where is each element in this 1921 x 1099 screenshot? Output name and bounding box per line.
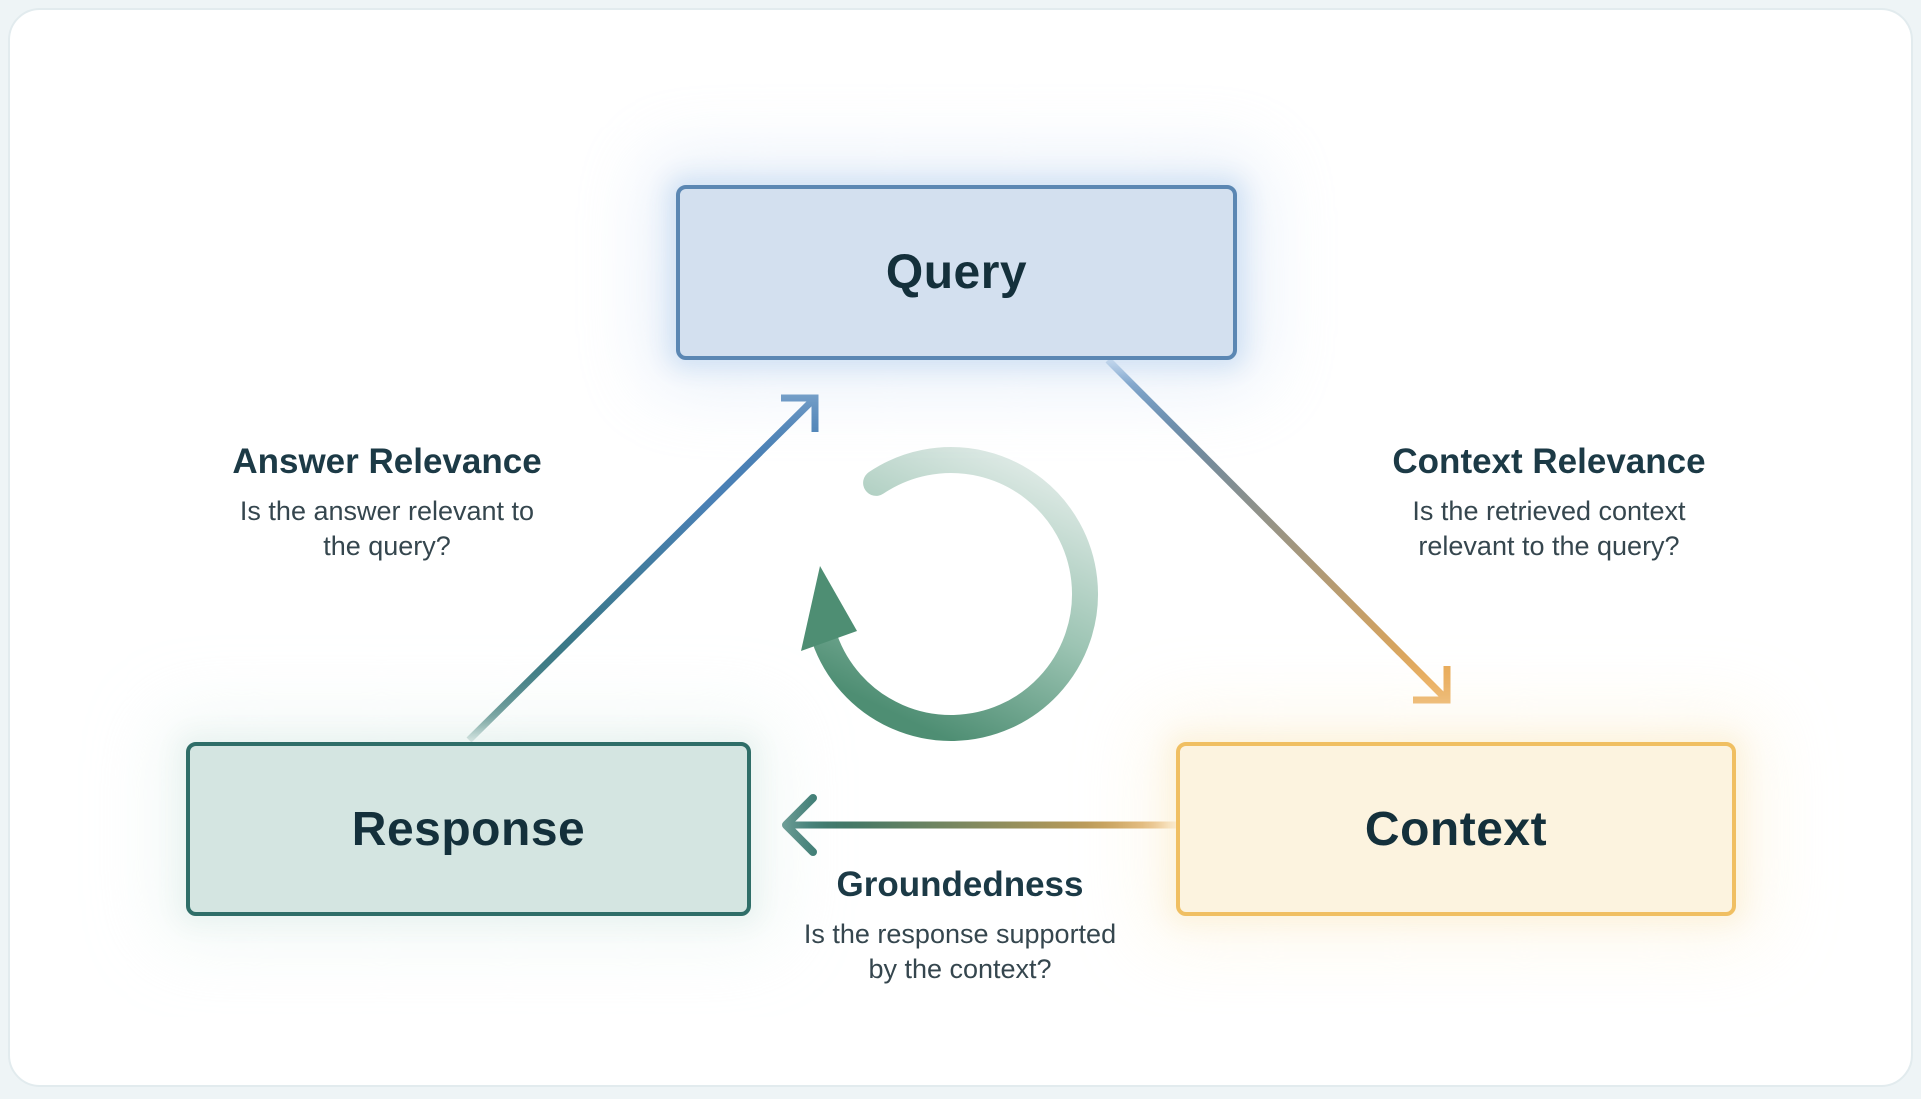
- context-relevance-title: Context Relevance: [1392, 442, 1706, 481]
- context-relevance-label: Context Relevance Is the retrieved conte…: [1319, 442, 1779, 565]
- groundedness-label: Groundedness Is the response supported b…: [730, 865, 1190, 988]
- response-node: Response: [186, 742, 751, 916]
- query-node-label: Query: [885, 246, 1028, 299]
- query-node: Query: [676, 185, 1237, 360]
- answer-relevance-label: Answer Relevance Is the answer relevant …: [157, 442, 617, 565]
- context-node-label: Context: [1364, 802, 1548, 856]
- groundedness-description: Is the response supported by the context…: [803, 918, 1117, 985]
- groundedness-title: Groundedness: [836, 865, 1084, 904]
- answer-relevance-description: Is the answer relevant to the query?: [239, 495, 535, 562]
- response-node-label: Response: [351, 802, 586, 856]
- context-relevance-description: Is the retrieved context relevant to the…: [1412, 495, 1686, 562]
- answer-relevance-title: Answer Relevance: [232, 442, 542, 481]
- context-node: Context: [1176, 742, 1736, 916]
